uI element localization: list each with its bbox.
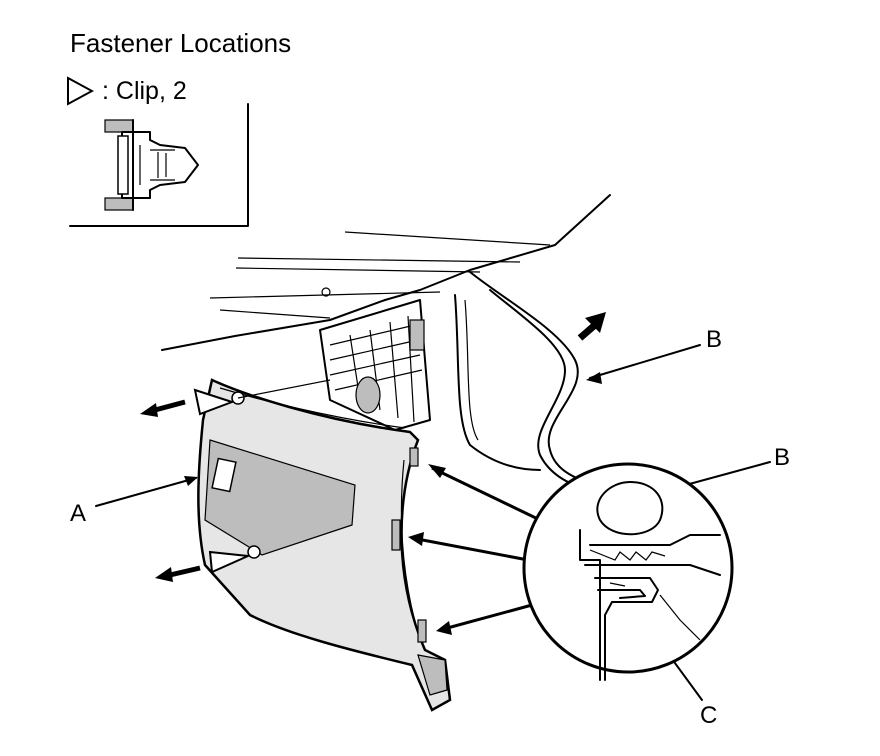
seal-detail-circle — [522, 462, 734, 681]
diagram-title: Fastener Locations — [70, 28, 292, 58]
quarter-trim-panel — [197, 378, 452, 712]
callout-b-upper: B — [706, 326, 723, 353]
legend: : Clip, 2 — [66, 76, 187, 106]
clip-triangle-icon — [67, 76, 94, 106]
legend-label: : Clip, 2 — [102, 76, 187, 105]
callout-b-lower: B — [774, 444, 791, 471]
clip-marker-lower — [208, 550, 252, 574]
vehicle-body — [161, 194, 611, 491]
removal-arrows — [140, 312, 606, 582]
clip-marker-upper — [193, 388, 236, 416]
clip-detail-inset — [69, 103, 249, 227]
leader-arrows — [408, 464, 541, 635]
callout-c: C — [700, 702, 718, 729]
callout-a: A — [70, 500, 87, 527]
